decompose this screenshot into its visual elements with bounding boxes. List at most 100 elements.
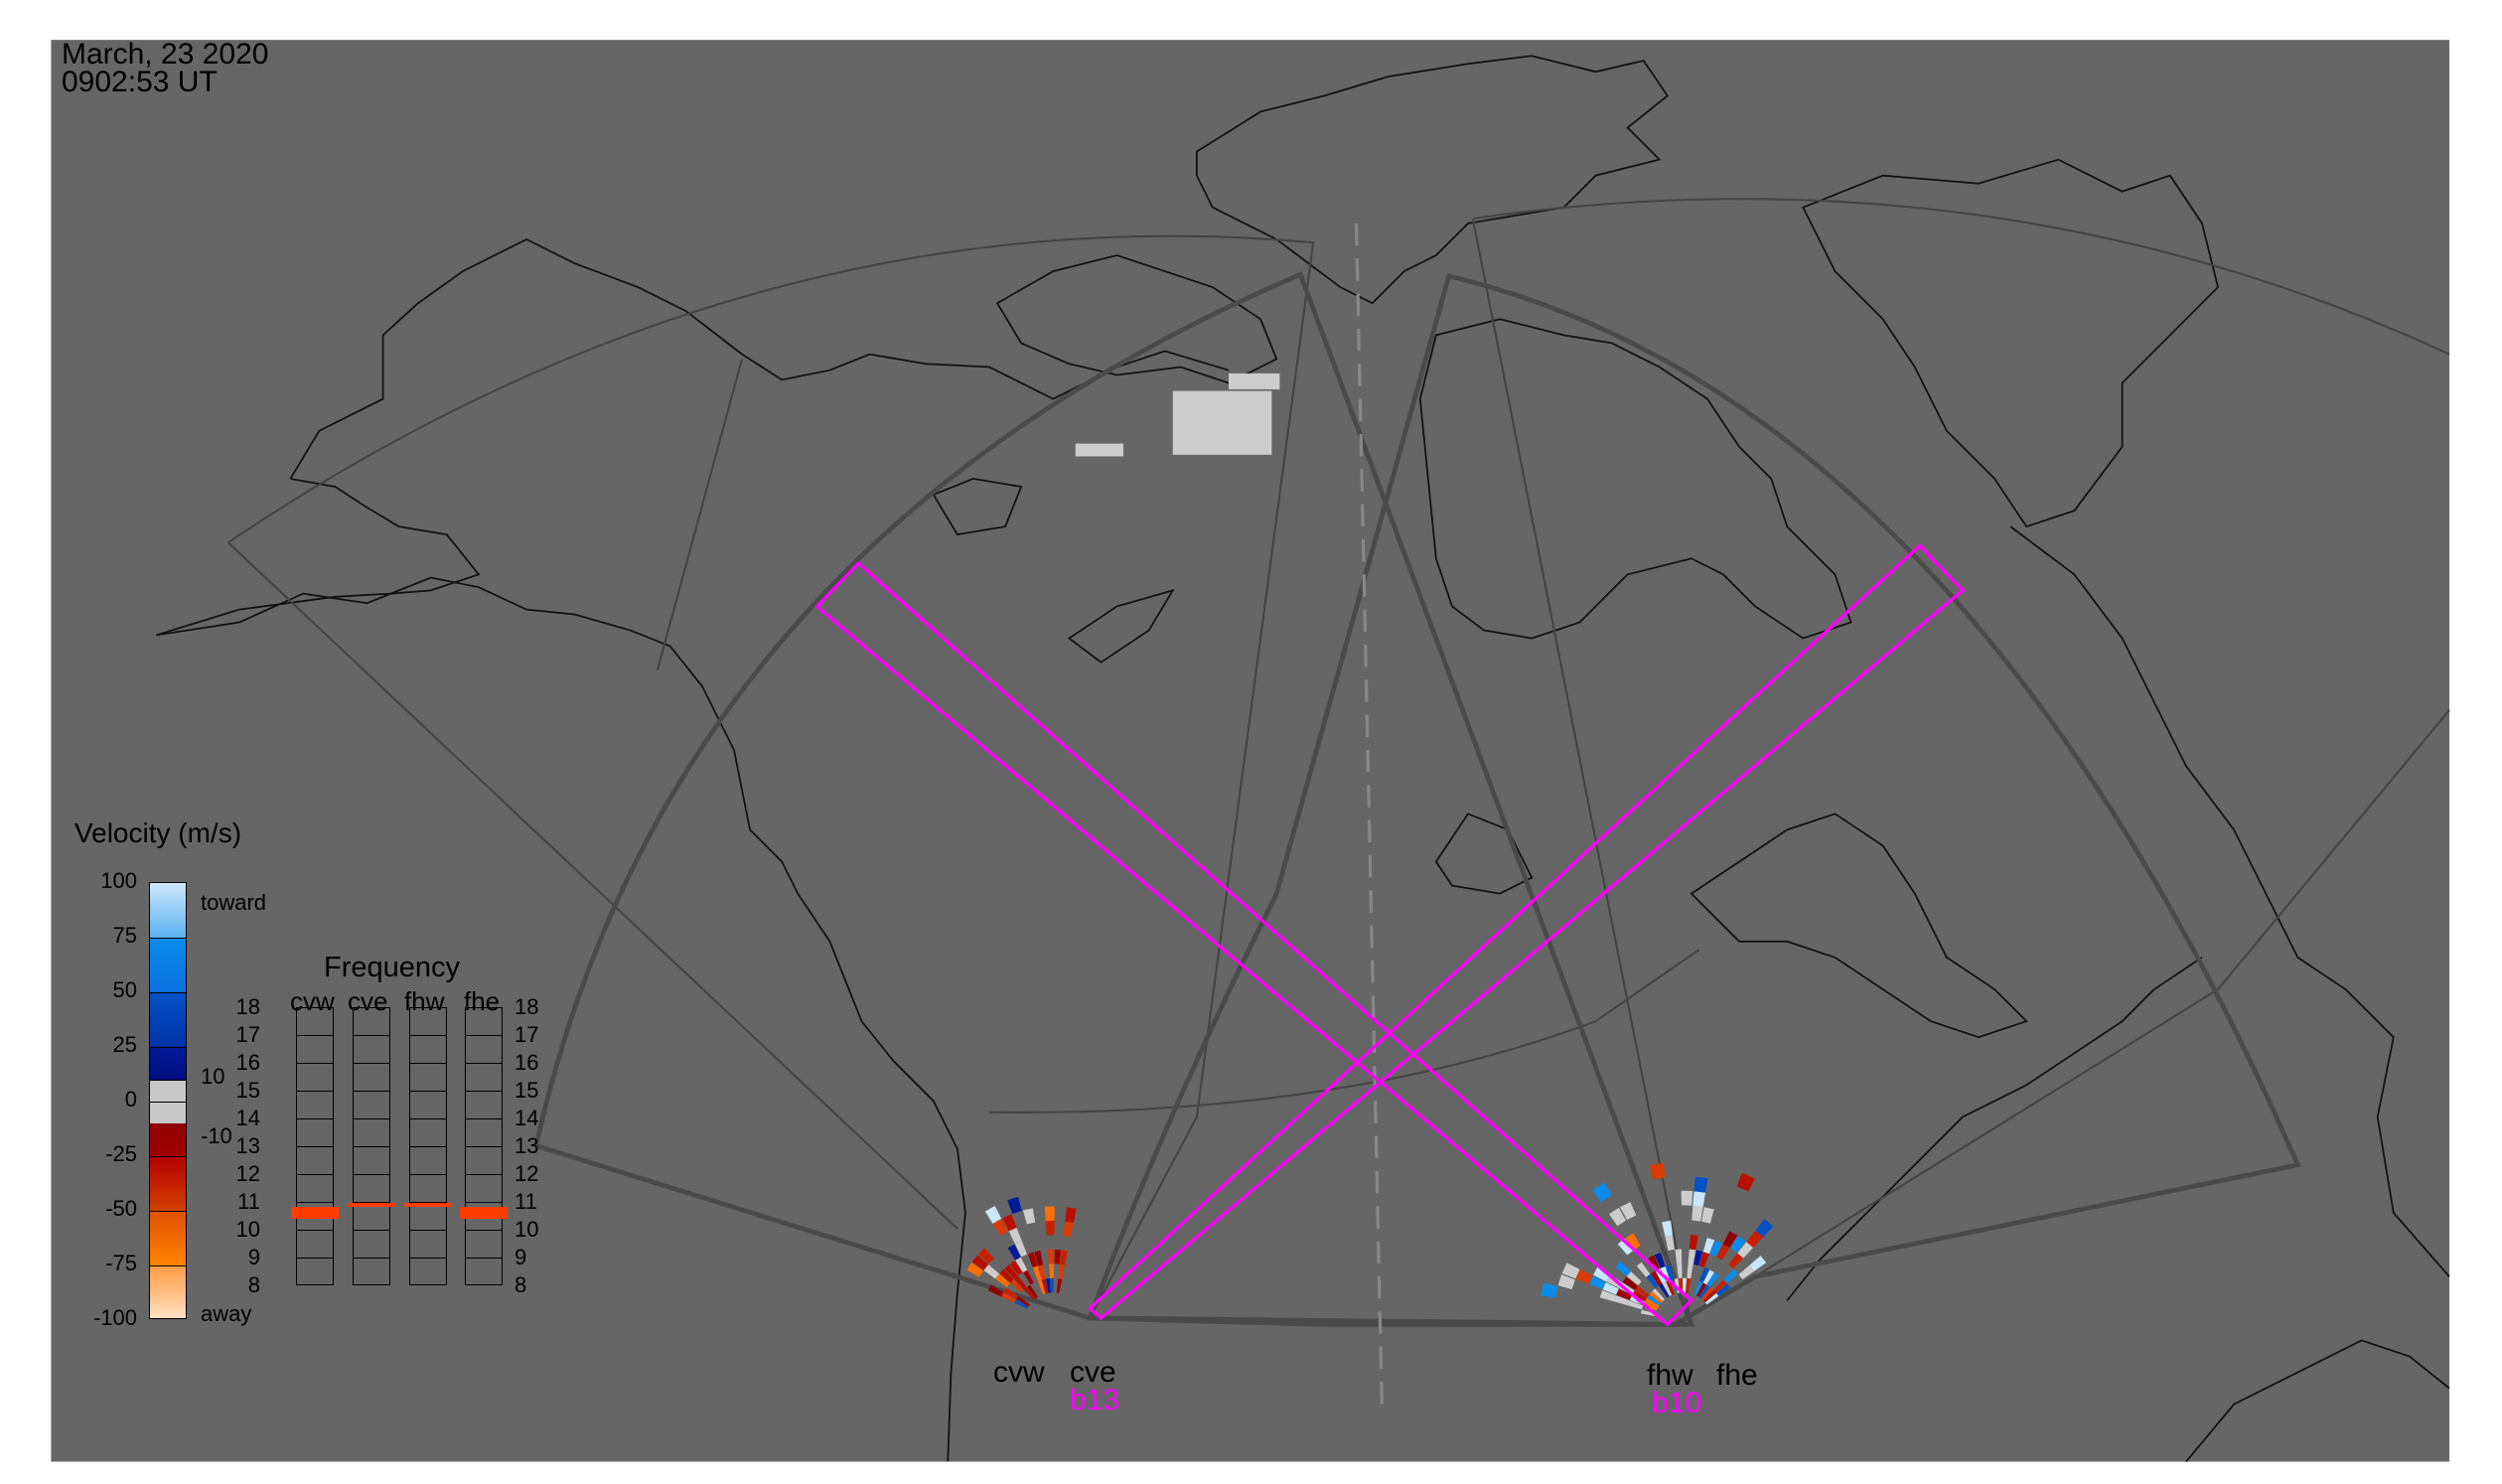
freq-level-label: 10 bbox=[235, 1217, 260, 1242]
scatter-cell bbox=[1723, 1268, 1738, 1284]
scatter-cell bbox=[1602, 1281, 1619, 1295]
scatter-patch bbox=[1229, 372, 1280, 389]
scatter-cell bbox=[994, 1273, 1010, 1287]
scatter-cell bbox=[1643, 1301, 1658, 1311]
scatter-cell bbox=[1599, 1289, 1616, 1302]
scatter-cell bbox=[1010, 1279, 1024, 1293]
freq-grid-line bbox=[410, 1174, 446, 1175]
scatter-cell bbox=[1613, 1295, 1630, 1306]
scatter-cell bbox=[1015, 1257, 1028, 1272]
scatter-cell bbox=[1696, 1282, 1707, 1297]
radar-label-fhw: fhw bbox=[1647, 1359, 1693, 1392]
fov-base-line bbox=[535, 1143, 1676, 1327]
scatter-patch bbox=[1075, 443, 1123, 457]
scatter-cell bbox=[1032, 1265, 1042, 1281]
colorbar-divider bbox=[150, 1080, 186, 1081]
scatter-cell bbox=[1738, 1264, 1755, 1280]
freq-grid-line bbox=[354, 1258, 389, 1259]
scatter-cell bbox=[1041, 1278, 1049, 1294]
scatter-cell bbox=[1737, 1242, 1754, 1259]
freq-col-label: cve bbox=[348, 986, 388, 1016]
tick-label: -50 bbox=[105, 1196, 137, 1221]
scatter-cell bbox=[1027, 1284, 1038, 1299]
scatter-cell bbox=[1698, 1252, 1709, 1267]
freq-grid-line bbox=[354, 1174, 389, 1175]
scatter-cell bbox=[1692, 1205, 1703, 1222]
scatter-cell bbox=[1014, 1299, 1029, 1309]
scatter-cell bbox=[992, 1218, 1008, 1237]
scatter-cell bbox=[1002, 1214, 1017, 1232]
freq-col-label: fhe bbox=[464, 986, 501, 1016]
scatter-cell bbox=[1662, 1220, 1673, 1237]
scatter-cell bbox=[1701, 1207, 1714, 1224]
scatter-cell bbox=[1693, 1250, 1703, 1266]
scatter-cell bbox=[1592, 1182, 1612, 1203]
coast-great-slave-lake bbox=[1067, 588, 1175, 664]
scatter-cell bbox=[1608, 1207, 1627, 1227]
freq-grid-line bbox=[297, 1035, 333, 1036]
time-label: 0902:53 UT bbox=[62, 66, 218, 98]
radar-label-cvw: cvw bbox=[993, 1356, 1045, 1389]
scatter-cell bbox=[971, 1255, 989, 1270]
scatter-cell bbox=[1008, 1227, 1022, 1245]
freq-marker bbox=[348, 1202, 395, 1207]
scatter-cell bbox=[1693, 1280, 1703, 1296]
scatter-cell bbox=[1593, 1266, 1610, 1282]
scatter-cell bbox=[1541, 1282, 1558, 1298]
freq-level-label: 10 bbox=[515, 1217, 539, 1242]
scatter-cell bbox=[1650, 1270, 1663, 1286]
freq-grid-line bbox=[354, 1146, 389, 1147]
freq-level-label: 17 bbox=[235, 1022, 260, 1047]
freq-grid-line bbox=[297, 1230, 333, 1231]
scatter-cell bbox=[1023, 1286, 1036, 1300]
freq-level-label: 8 bbox=[515, 1272, 527, 1297]
scatter-cell bbox=[1648, 1255, 1661, 1271]
tick-label: 75 bbox=[112, 923, 137, 948]
coastlines bbox=[156, 55, 2450, 1463]
colorbar-divider bbox=[150, 1211, 186, 1212]
freq-grid-line bbox=[410, 1258, 446, 1259]
freq-grid-line bbox=[466, 1091, 502, 1092]
scatter-cell bbox=[1666, 1264, 1675, 1280]
scatter-cell bbox=[1755, 1219, 1774, 1238]
scatter-cell bbox=[1038, 1264, 1046, 1280]
frequency-title: Frequency bbox=[324, 952, 461, 983]
scatter-cell bbox=[1749, 1256, 1767, 1271]
tick-label: -100 bbox=[92, 1305, 137, 1330]
scatter-cell bbox=[1014, 1275, 1027, 1290]
scatter-cell bbox=[1654, 1253, 1666, 1268]
colorbar-divider bbox=[150, 1156, 186, 1157]
scatter-cell bbox=[1681, 1190, 1693, 1206]
freq-grid-line bbox=[466, 1174, 502, 1175]
coast-east-corner bbox=[2185, 1339, 2450, 1463]
scatter-cell bbox=[1702, 1269, 1714, 1285]
scatter-cell bbox=[1716, 1244, 1730, 1261]
scatter-cell bbox=[1014, 1241, 1028, 1258]
freq-grid-line bbox=[354, 1202, 389, 1203]
scatter-cell bbox=[1730, 1236, 1746, 1254]
toward-label: toward bbox=[201, 890, 267, 915]
scatter-cell bbox=[987, 1284, 1004, 1297]
scatter-cell bbox=[1634, 1285, 1650, 1298]
freq-grid-line bbox=[466, 1202, 502, 1203]
scatter-cell bbox=[1626, 1271, 1642, 1285]
scatter-cell bbox=[1034, 1250, 1044, 1266]
freq-level-label: 15 bbox=[515, 1078, 539, 1103]
freq-marker bbox=[404, 1202, 452, 1207]
beam-b13 bbox=[1087, 543, 1966, 1321]
scatter-cell bbox=[1037, 1279, 1046, 1295]
freq-level-label: 14 bbox=[515, 1106, 539, 1130]
scatter-cell bbox=[1632, 1290, 1648, 1302]
coast-alaska-west bbox=[156, 478, 481, 637]
scatter-cell bbox=[1054, 1249, 1062, 1264]
freq-grid-line bbox=[410, 1035, 446, 1036]
scatter-cell bbox=[1619, 1202, 1637, 1221]
freq-level-label: 8 bbox=[247, 1272, 260, 1297]
scatter-cell bbox=[1688, 1249, 1696, 1264]
velocity-colorbar bbox=[149, 882, 187, 1319]
freq-grid-line bbox=[297, 1091, 333, 1092]
freq-grid-line bbox=[466, 1035, 502, 1036]
fov-east-thin bbox=[1471, 198, 2450, 1325]
scatter-cell bbox=[1646, 1273, 1659, 1288]
beam-label-b10: b10 bbox=[1652, 1387, 1702, 1419]
